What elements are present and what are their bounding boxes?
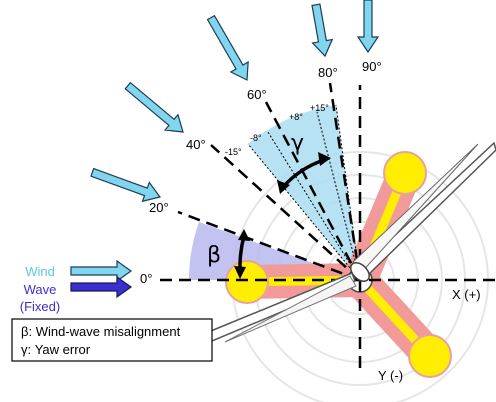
direction-line-60 [264,101,362,281]
column-bottom [408,334,452,378]
yaw-lines [247,104,361,281]
x-axis-label: X (+) [452,287,481,302]
y-axis-label: Y (-) [378,368,403,383]
angle-label-40: 40° [186,137,206,152]
direction-line-20 [177,210,361,282]
gamma-symbol: γ [291,131,304,156]
column-top [383,151,427,195]
legend-gamma-line: γ: Yaw error [21,342,91,357]
yaw-label-plus8: +8° [289,112,303,122]
angle-label-80: 80° [318,65,338,80]
yaw-label-plus15: +15° [310,103,329,113]
angle-label-90: 90° [362,59,382,74]
direction-line-40 [210,144,361,281]
yaw-error-sector [248,105,360,280]
yaw-label-minus8: -8° [250,133,262,143]
angle-label-20: 20° [149,200,169,215]
yaw-label-minus15: -15° [225,147,242,157]
wave-label: Wave [24,282,57,297]
wave-arrow [70,275,133,299]
angle-label-0: 0° [140,271,152,286]
angle-label-60: 60° [247,87,267,102]
column-left [225,260,269,304]
legend-box: β: Wind-wave misalignment γ: Yaw error [11,318,213,362]
wind-arrows [70,0,380,283]
legend-beta-line: β: Wind-wave misalignment [21,324,181,339]
beta-symbol: β [207,243,221,268]
wave-fixed-label: (Fixed) [20,299,60,314]
wind-label: Wind [25,264,55,279]
direction-line-80 [328,82,362,281]
